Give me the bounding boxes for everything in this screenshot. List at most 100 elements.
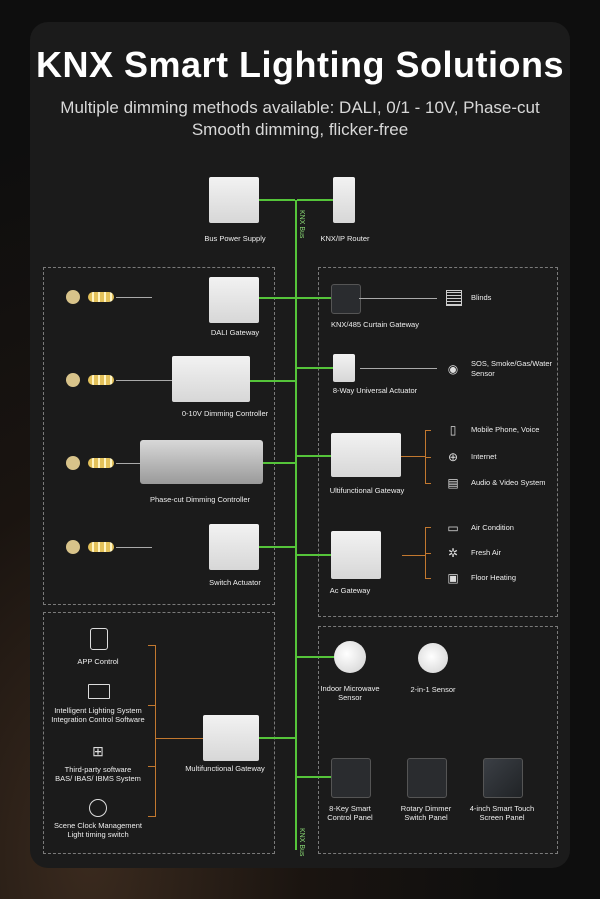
audio-video-icon: ▤: [447, 476, 459, 490]
bracket-tick: [148, 705, 155, 706]
bracket-tick: [425, 457, 431, 458]
dali-connector: [259, 297, 295, 299]
clock-icon: [89, 799, 107, 817]
dimming-010-controller-label: 0-10V Dimming Controller: [181, 409, 269, 418]
led-strip-icon: [88, 458, 114, 468]
switch-light-wire: [116, 547, 152, 548]
sensor-2in1-label: 2-in-1 Sensor: [410, 685, 456, 694]
knx-bus-line: [295, 200, 297, 850]
sensor-label-line2: Sensor: [471, 369, 495, 378]
switch-actuator-device: [209, 524, 259, 570]
led-strip-icon: [88, 542, 114, 552]
bracket-tick: [425, 553, 431, 554]
downlight-icon: [66, 373, 80, 387]
bracket-tick: [425, 430, 431, 431]
rotary-label-line2: Switch Panel: [404, 813, 448, 822]
knx-ip-router-device: [333, 177, 355, 223]
multifunctional-gateway-label: Multifunctional Gateway: [185, 764, 265, 773]
app-control-label: APP Control: [77, 657, 119, 666]
software-control-group: [43, 612, 275, 854]
rotary-dimmer-device: [407, 758, 447, 798]
panel-8key-label-line2: Control Panel: [327, 813, 373, 822]
multifunctional-gateway-device: [203, 715, 259, 761]
ultifunctional-branch: [401, 456, 425, 457]
bracket-tick: [425, 527, 431, 528]
bracket-tick: [425, 578, 431, 579]
dali-light-wire: [116, 297, 152, 298]
bus-power-supply-label: Bus Power Supply: [204, 234, 266, 243]
downlight-icon: [66, 456, 80, 470]
dimming-010-light-wire: [116, 380, 172, 381]
page-title: KNX Smart Lighting Solutions: [36, 44, 564, 85]
downlight-icon: [66, 540, 80, 554]
universal-actuator-label: 8-Way Universal Actuator: [332, 386, 418, 395]
touch-label-line1: 4-inch Smart Touch: [469, 804, 535, 813]
ultifunctional-connector: [297, 455, 331, 457]
panel-connector: [297, 776, 331, 778]
switch-actuator-label: Switch Actuator: [209, 578, 261, 587]
panel-8key-label-line1: 8-Key Smart: [329, 804, 371, 813]
blinds-label: Blinds: [471, 293, 492, 302]
dali-gateway-device: [209, 277, 259, 323]
phase-cut-light-wire: [116, 463, 140, 464]
bracket-tick: [425, 483, 431, 484]
led-strip-icon: [88, 292, 114, 302]
knx-bus-label-bottom: KNX Bus: [298, 828, 305, 857]
ils-label-line2: Integration Control Software: [51, 715, 145, 724]
air-condition-icon: ▭: [447, 521, 459, 535]
mobile-phone-icon: ▯: [449, 423, 457, 437]
sensor-2in1-device: [418, 643, 448, 673]
ils-label-line1: Intelligent Lighting System: [54, 706, 142, 715]
monitor-icon: [88, 684, 110, 699]
ultifunctional-gateway-label: Ultifunctional Gateway: [329, 486, 405, 495]
software-branch: [155, 738, 203, 739]
ac-branch: [402, 555, 425, 556]
dimming-010-controller-device: [172, 356, 250, 402]
bracket-tick: [148, 816, 155, 817]
dimming-010-connector: [250, 380, 295, 382]
curtain-blinds-wire: [359, 298, 437, 299]
bracket-tick: [148, 766, 155, 767]
av-label: Audio & Video System: [471, 478, 546, 487]
subtitle-dimming-methods: Multiple dimming methods available: DALI…: [60, 98, 540, 117]
air-condition-label: Air Condition: [471, 523, 514, 532]
app-phone-icon: [90, 628, 108, 650]
scene-label-line1: Scene Clock Management: [54, 821, 142, 830]
apps-grid-icon: ⊞: [92, 743, 104, 759]
main-panel: [30, 22, 570, 868]
ac-connector: [297, 554, 331, 556]
power-supply-connector: [259, 199, 295, 201]
touch-panel-device: [483, 758, 523, 798]
fresh-air-label: Fresh Air: [471, 548, 502, 557]
universal-connector: [297, 367, 333, 369]
software-bracket: [155, 645, 156, 817]
smoke-sensor-icon: ◉: [447, 362, 459, 376]
scene-label-line2: Light timing switch: [67, 830, 129, 839]
bus-power-supply-device: [209, 177, 259, 223]
ac-gateway-device: [331, 531, 381, 579]
panel-8key-device: [331, 758, 371, 798]
dali-gateway-label: DALI Gateway: [210, 328, 260, 337]
sensors-panels-group: [318, 626, 558, 854]
microwave-label-line2: Sensor: [338, 693, 362, 702]
blinds-icon: [446, 290, 462, 306]
multifunctional-connector: [259, 737, 295, 739]
knx-ip-router-label: KNX/IP Router: [320, 234, 370, 243]
microwave-sensor-device: [334, 641, 366, 673]
third-party-label-line2: BAS/ IBAS/ IBMS System: [55, 774, 141, 783]
microwave-label-line1: Indoor Microwave: [320, 684, 380, 693]
subtitle-smooth-dimming: Smooth dimming, flicker-free: [191, 120, 409, 139]
internet-label: Internet: [471, 452, 497, 461]
led-strip-icon: [88, 375, 114, 385]
ip-router-connector: [297, 199, 333, 201]
switch-connector: [259, 546, 295, 548]
phase-cut-controller-device: [140, 440, 263, 484]
downlight-icon: [66, 290, 80, 304]
curtain-gateway-label: KNX/485 Curtain Gateway: [331, 320, 419, 329]
phase-cut-controller-label: Phase-cut Dimming Controller: [149, 495, 251, 504]
bracket-tick: [148, 645, 155, 646]
universal-actuator-device: [333, 354, 355, 382]
floor-heating-icon: ▣: [447, 571, 459, 585]
universal-sensor-wire: [360, 368, 437, 369]
integration-gateways-group: [318, 267, 558, 617]
